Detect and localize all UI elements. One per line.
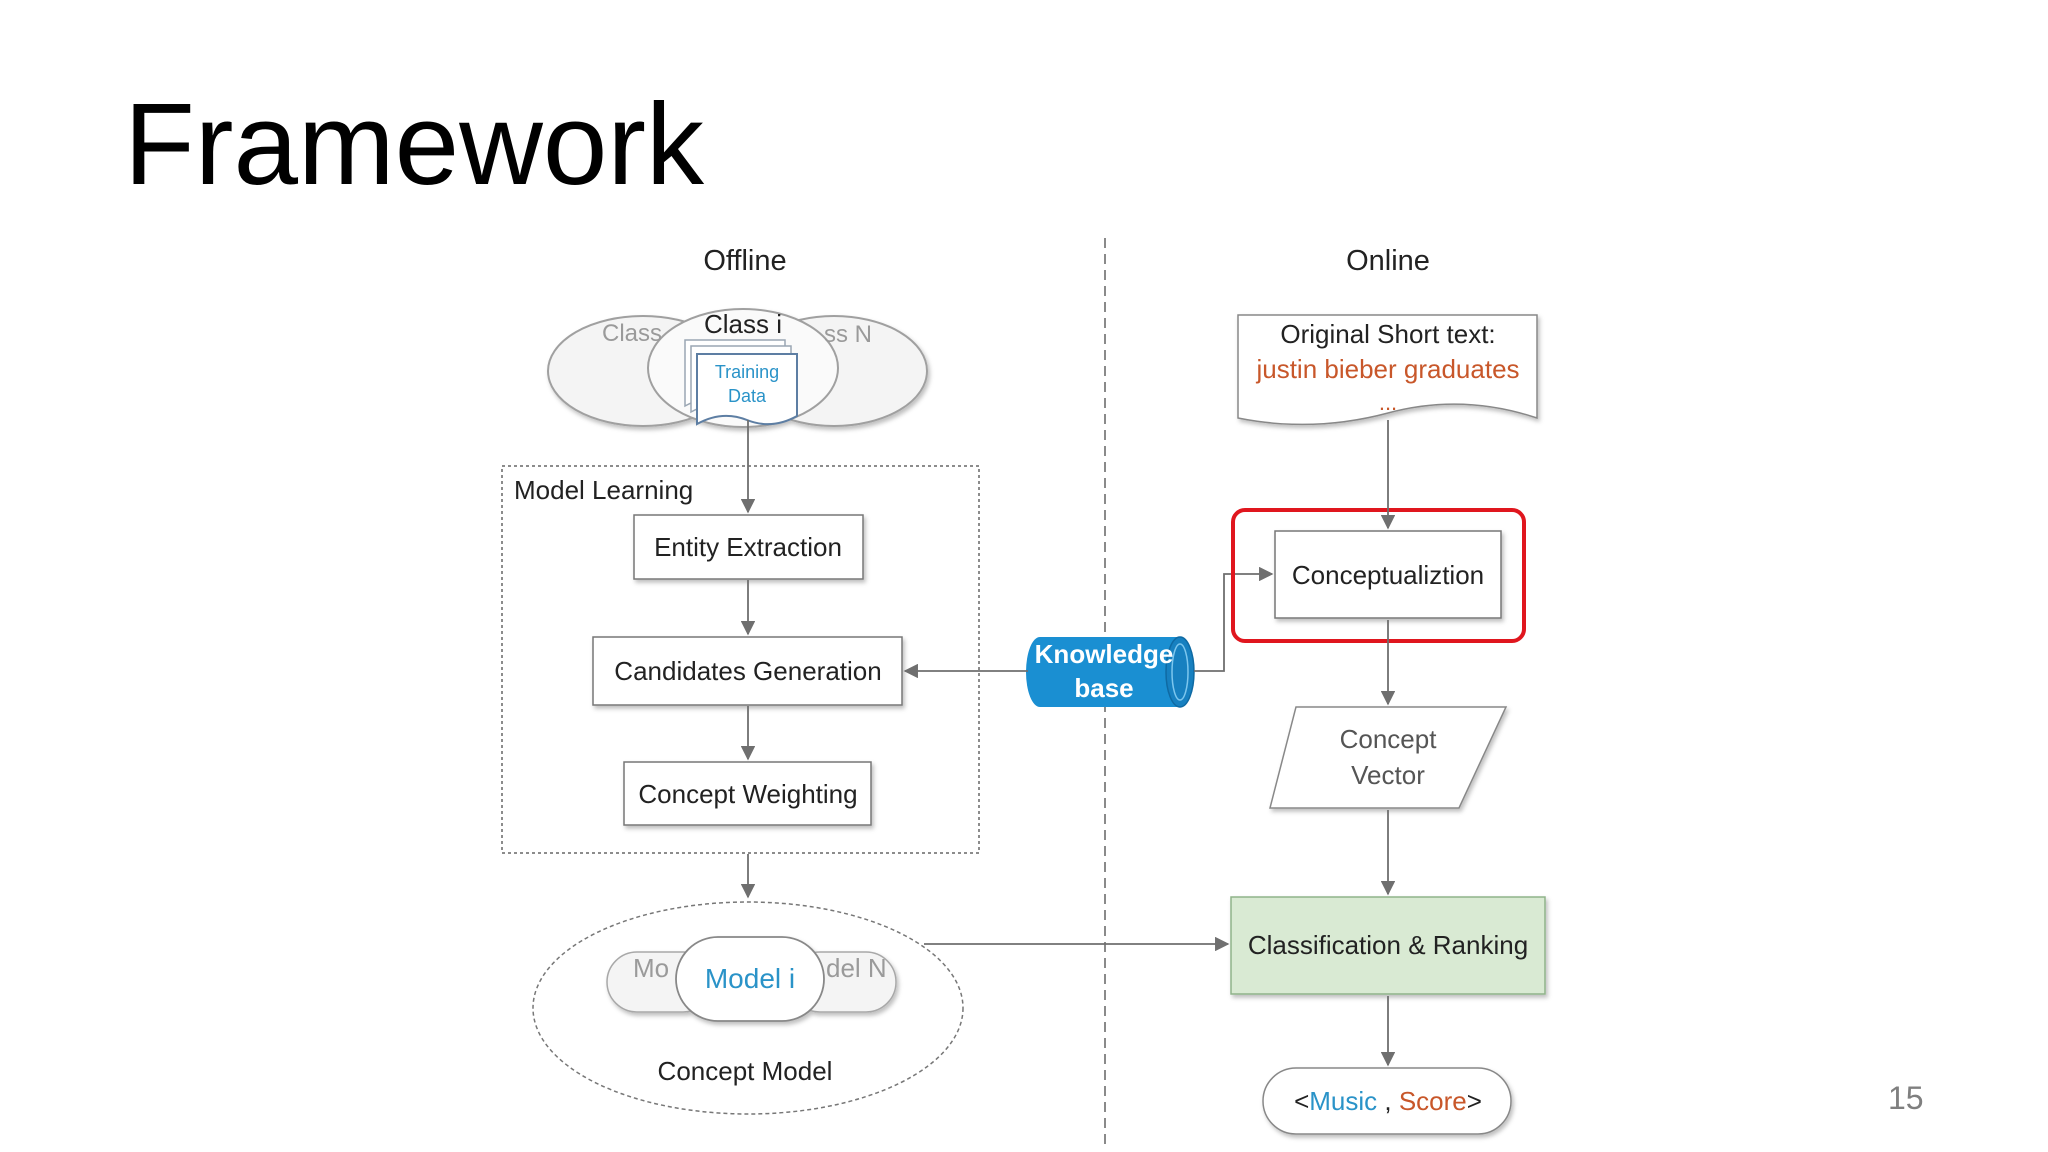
original-short-text-document [1237, 314, 1538, 426]
classification-ranking-box [1230, 896, 1546, 995]
model-right-label: del N [826, 953, 887, 983]
knowledge-base-label-2: base [1074, 673, 1133, 703]
conceptualization-label: Conceptualiztion [1292, 560, 1484, 590]
concept-weighting-box [623, 761, 872, 826]
concept-vector-label-2: Vector [1351, 760, 1425, 790]
output-sep: , [1377, 1086, 1399, 1116]
model-left-label: Mo [633, 953, 669, 983]
conceptualization-highlight [1231, 508, 1526, 643]
entity-extraction-label: Entity Extraction [654, 532, 842, 562]
online-label: Online [1346, 245, 1430, 277]
offline-label: Offline [703, 245, 786, 277]
knowledge-base-cylinder [1026, 636, 1195, 708]
output-close: > [1467, 1086, 1482, 1116]
model-center-label: Model i [705, 963, 795, 994]
output-label: <Music , Score> [1294, 1086, 1482, 1116]
conceptualization-box [1274, 530, 1502, 619]
concept-vector-label-1: Concept [1340, 724, 1438, 754]
candidates-generation-box [592, 636, 903, 706]
concept-weighting-label: Concept Weighting [638, 779, 857, 809]
knowledge-base-label-1: Knowledge [1035, 639, 1174, 669]
original-short-text-label: Original Short text: [1280, 319, 1495, 349]
entity-extraction-box [633, 514, 864, 580]
class-center-label: Class i [704, 309, 782, 339]
concept-model-ellipse [532, 901, 964, 1115]
candidates-generation-label: Candidates Generation [614, 656, 881, 686]
training-data-label-1: Training [715, 362, 779, 382]
concept-vector-shape [1269, 706, 1508, 809]
arrow-kb-to-conceptualization [1194, 566, 1274, 672]
original-short-text-value: justin bieber graduates [1255, 354, 1519, 384]
output-open: < [1294, 1086, 1309, 1116]
output-score: Score [1399, 1086, 1467, 1116]
class-right-label: ss N [824, 321, 872, 348]
slide-title: Framework [124, 79, 705, 209]
training-data-document [684, 339, 798, 426]
page-number: 15 [1888, 1080, 1924, 1116]
model-center-pill [675, 936, 825, 1022]
training-data-label-2: Data [728, 386, 767, 406]
model-learning-label: Model Learning [514, 475, 693, 505]
output-music: Music [1309, 1086, 1377, 1116]
model-cluster [606, 936, 897, 1022]
original-short-text-ellipsis: ... [1379, 390, 1397, 415]
classification-ranking-label: Classification & Ranking [1248, 930, 1528, 960]
class-left-label: Class [602, 320, 662, 347]
output-terminator [1262, 1067, 1512, 1135]
concept-model-label: Concept Model [658, 1056, 833, 1086]
